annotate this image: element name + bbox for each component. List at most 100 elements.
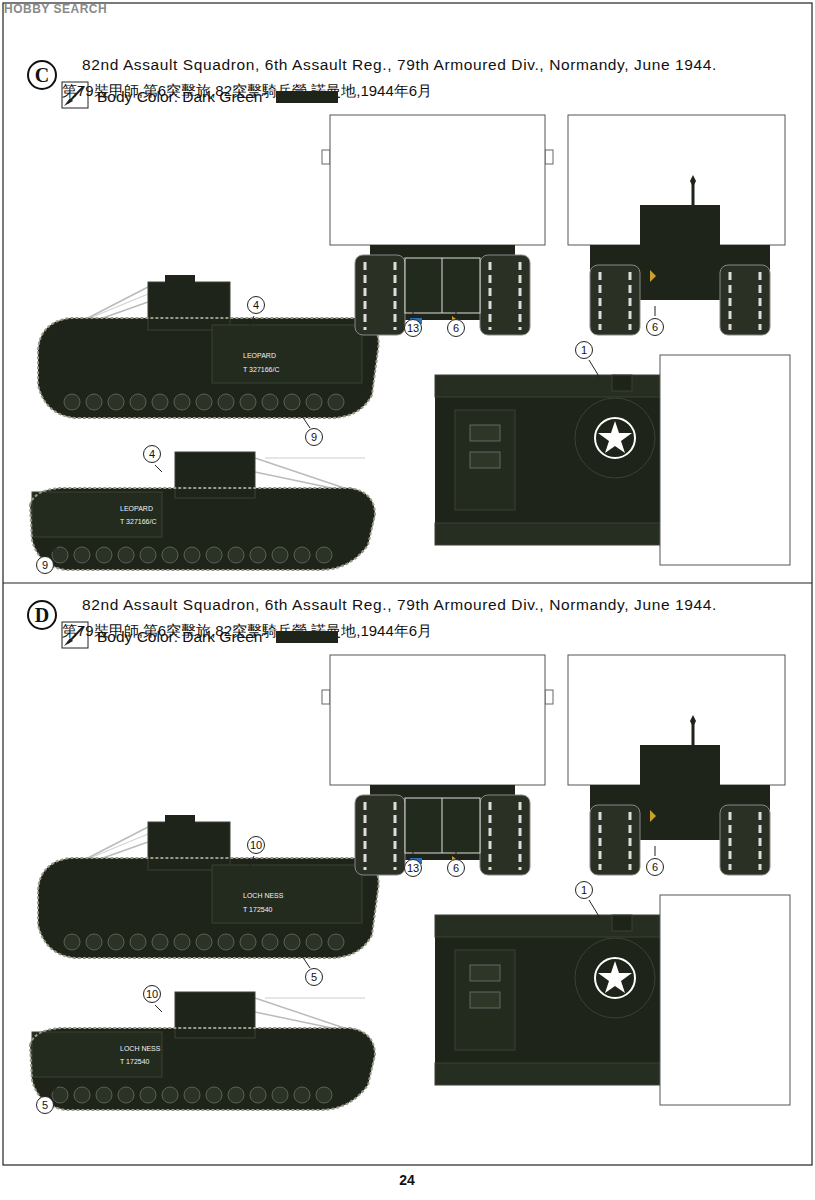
- drawing-part: [316, 547, 332, 563]
- drawing-part: [519, 262, 522, 330]
- drawing-part: [272, 547, 288, 563]
- callout-number: 10: [247, 836, 265, 854]
- drawing-part: [589, 900, 600, 918]
- watermark: HOBBY SEARCH: [4, 3, 107, 17]
- drawing-part: [480, 255, 530, 335]
- drawing-part: [86, 394, 102, 410]
- drawing-part: [599, 272, 602, 330]
- callout-number: 9: [305, 428, 323, 446]
- drawing-part: [175, 452, 255, 498]
- drawing-part: [489, 262, 492, 330]
- drawing-part: [108, 394, 124, 410]
- drawing-part: [612, 375, 632, 391]
- drawing-part: [302, 416, 310, 428]
- drawing-part: [265, 458, 365, 459]
- drawing-part: [720, 265, 770, 335]
- drawing-part: [435, 375, 660, 545]
- page-frame: [3, 3, 812, 1165]
- drawing-part: [90, 294, 148, 318]
- drawing-part: [394, 262, 397, 330]
- drawing-part: [405, 258, 480, 313]
- drawing-part: [640, 205, 720, 250]
- drawing-part: [162, 547, 178, 563]
- drawing-part: [184, 547, 200, 563]
- section-letter-text: C: [35, 64, 49, 86]
- drawing-part: [456, 310, 457, 317]
- drawing-part: [600, 272, 760, 330]
- drawing-part: [174, 394, 190, 410]
- drawing-part: [294, 547, 310, 563]
- callout-number: 10: [143, 985, 161, 1003]
- legend-text: Body Color: Dark Green: [97, 628, 262, 646]
- drawing-part: [650, 270, 656, 282]
- callout-number: 6: [447, 859, 465, 877]
- drawing-part: [148, 282, 230, 330]
- drawing-part: [52, 547, 332, 563]
- drawing-part: [250, 856, 254, 866]
- drawing-part: [590, 265, 640, 335]
- legend-text: Body Color: Dark Green: [97, 88, 262, 106]
- section-divider: [3, 582, 812, 583]
- callout-number: 6: [646, 318, 664, 336]
- unit-heading: 82nd Assault Squadron, 6th Assault Reg.,…: [82, 596, 717, 614]
- drawing-part: [118, 547, 134, 563]
- drawing-part: [575, 398, 655, 478]
- callout-number: 1: [575, 341, 593, 359]
- drawing-part: [30, 488, 375, 570]
- vehicle-marking: T 327166/C: [243, 366, 279, 373]
- drawing-part: [50, 546, 58, 554]
- callout-number: 6: [646, 858, 664, 876]
- drawing-part: [50, 846, 655, 1094]
- color-swatch: [276, 631, 338, 643]
- drawing-part: [228, 547, 244, 563]
- drawing-part: [655, 846, 656, 856]
- drawing-part: [442, 258, 443, 313]
- vehicle-marking: T 172540: [243, 906, 272, 913]
- drawing-part: [155, 1005, 162, 1012]
- callout-number: 5: [36, 1096, 54, 1114]
- drawing-part: [250, 316, 254, 326]
- drawing-part: [284, 394, 300, 410]
- drawing-part: [364, 262, 367, 330]
- drawing-part: [435, 375, 660, 397]
- color-swatch: [276, 91, 338, 103]
- drawing-part: [470, 425, 500, 441]
- vehicle-marking: T 172540: [120, 1058, 149, 1065]
- tank-views: [30, 82, 790, 570]
- drawing-part: [212, 325, 362, 383]
- drawing-part: [218, 394, 234, 410]
- drawing-part: [130, 394, 146, 410]
- drawing-part: [470, 452, 500, 468]
- vehicle-marking: LEOPARD: [243, 352, 276, 359]
- tank-views: [30, 622, 790, 1110]
- drawing-part: [32, 492, 162, 537]
- drawing-part: [74, 547, 90, 563]
- drawing-part: [64, 394, 344, 410]
- drawing-part: [155, 465, 162, 472]
- drawing-part: [206, 547, 222, 563]
- drawing-part: [729, 272, 732, 330]
- drawing-part: [196, 394, 212, 410]
- drawing-part: [455, 410, 515, 510]
- vehicle-marking: T 327166/C: [120, 518, 156, 525]
- drawing-part: [306, 394, 322, 410]
- drawing-part: [152, 394, 168, 410]
- drawing-part: [435, 523, 660, 545]
- callout-number: 4: [247, 296, 265, 314]
- drawing-part: [38, 318, 379, 418]
- drawing-part: [140, 547, 156, 563]
- drawing-part: [759, 272, 762, 330]
- callout-number: 6: [447, 319, 465, 337]
- callout-number: 13: [404, 859, 422, 877]
- drawing-part: [262, 394, 278, 410]
- drawing-part: [545, 150, 553, 164]
- drawing-part: [64, 394, 80, 410]
- drawing-part: [629, 272, 632, 330]
- drawing-part: [690, 175, 696, 187]
- callout-number: 13: [404, 319, 422, 337]
- drawing-part: [655, 306, 656, 316]
- drawing-part: [322, 150, 330, 164]
- vehicle-marking: LEOPARD: [120, 505, 153, 512]
- drawing-part: [589, 360, 600, 378]
- drawing-part: [64, 98, 73, 106]
